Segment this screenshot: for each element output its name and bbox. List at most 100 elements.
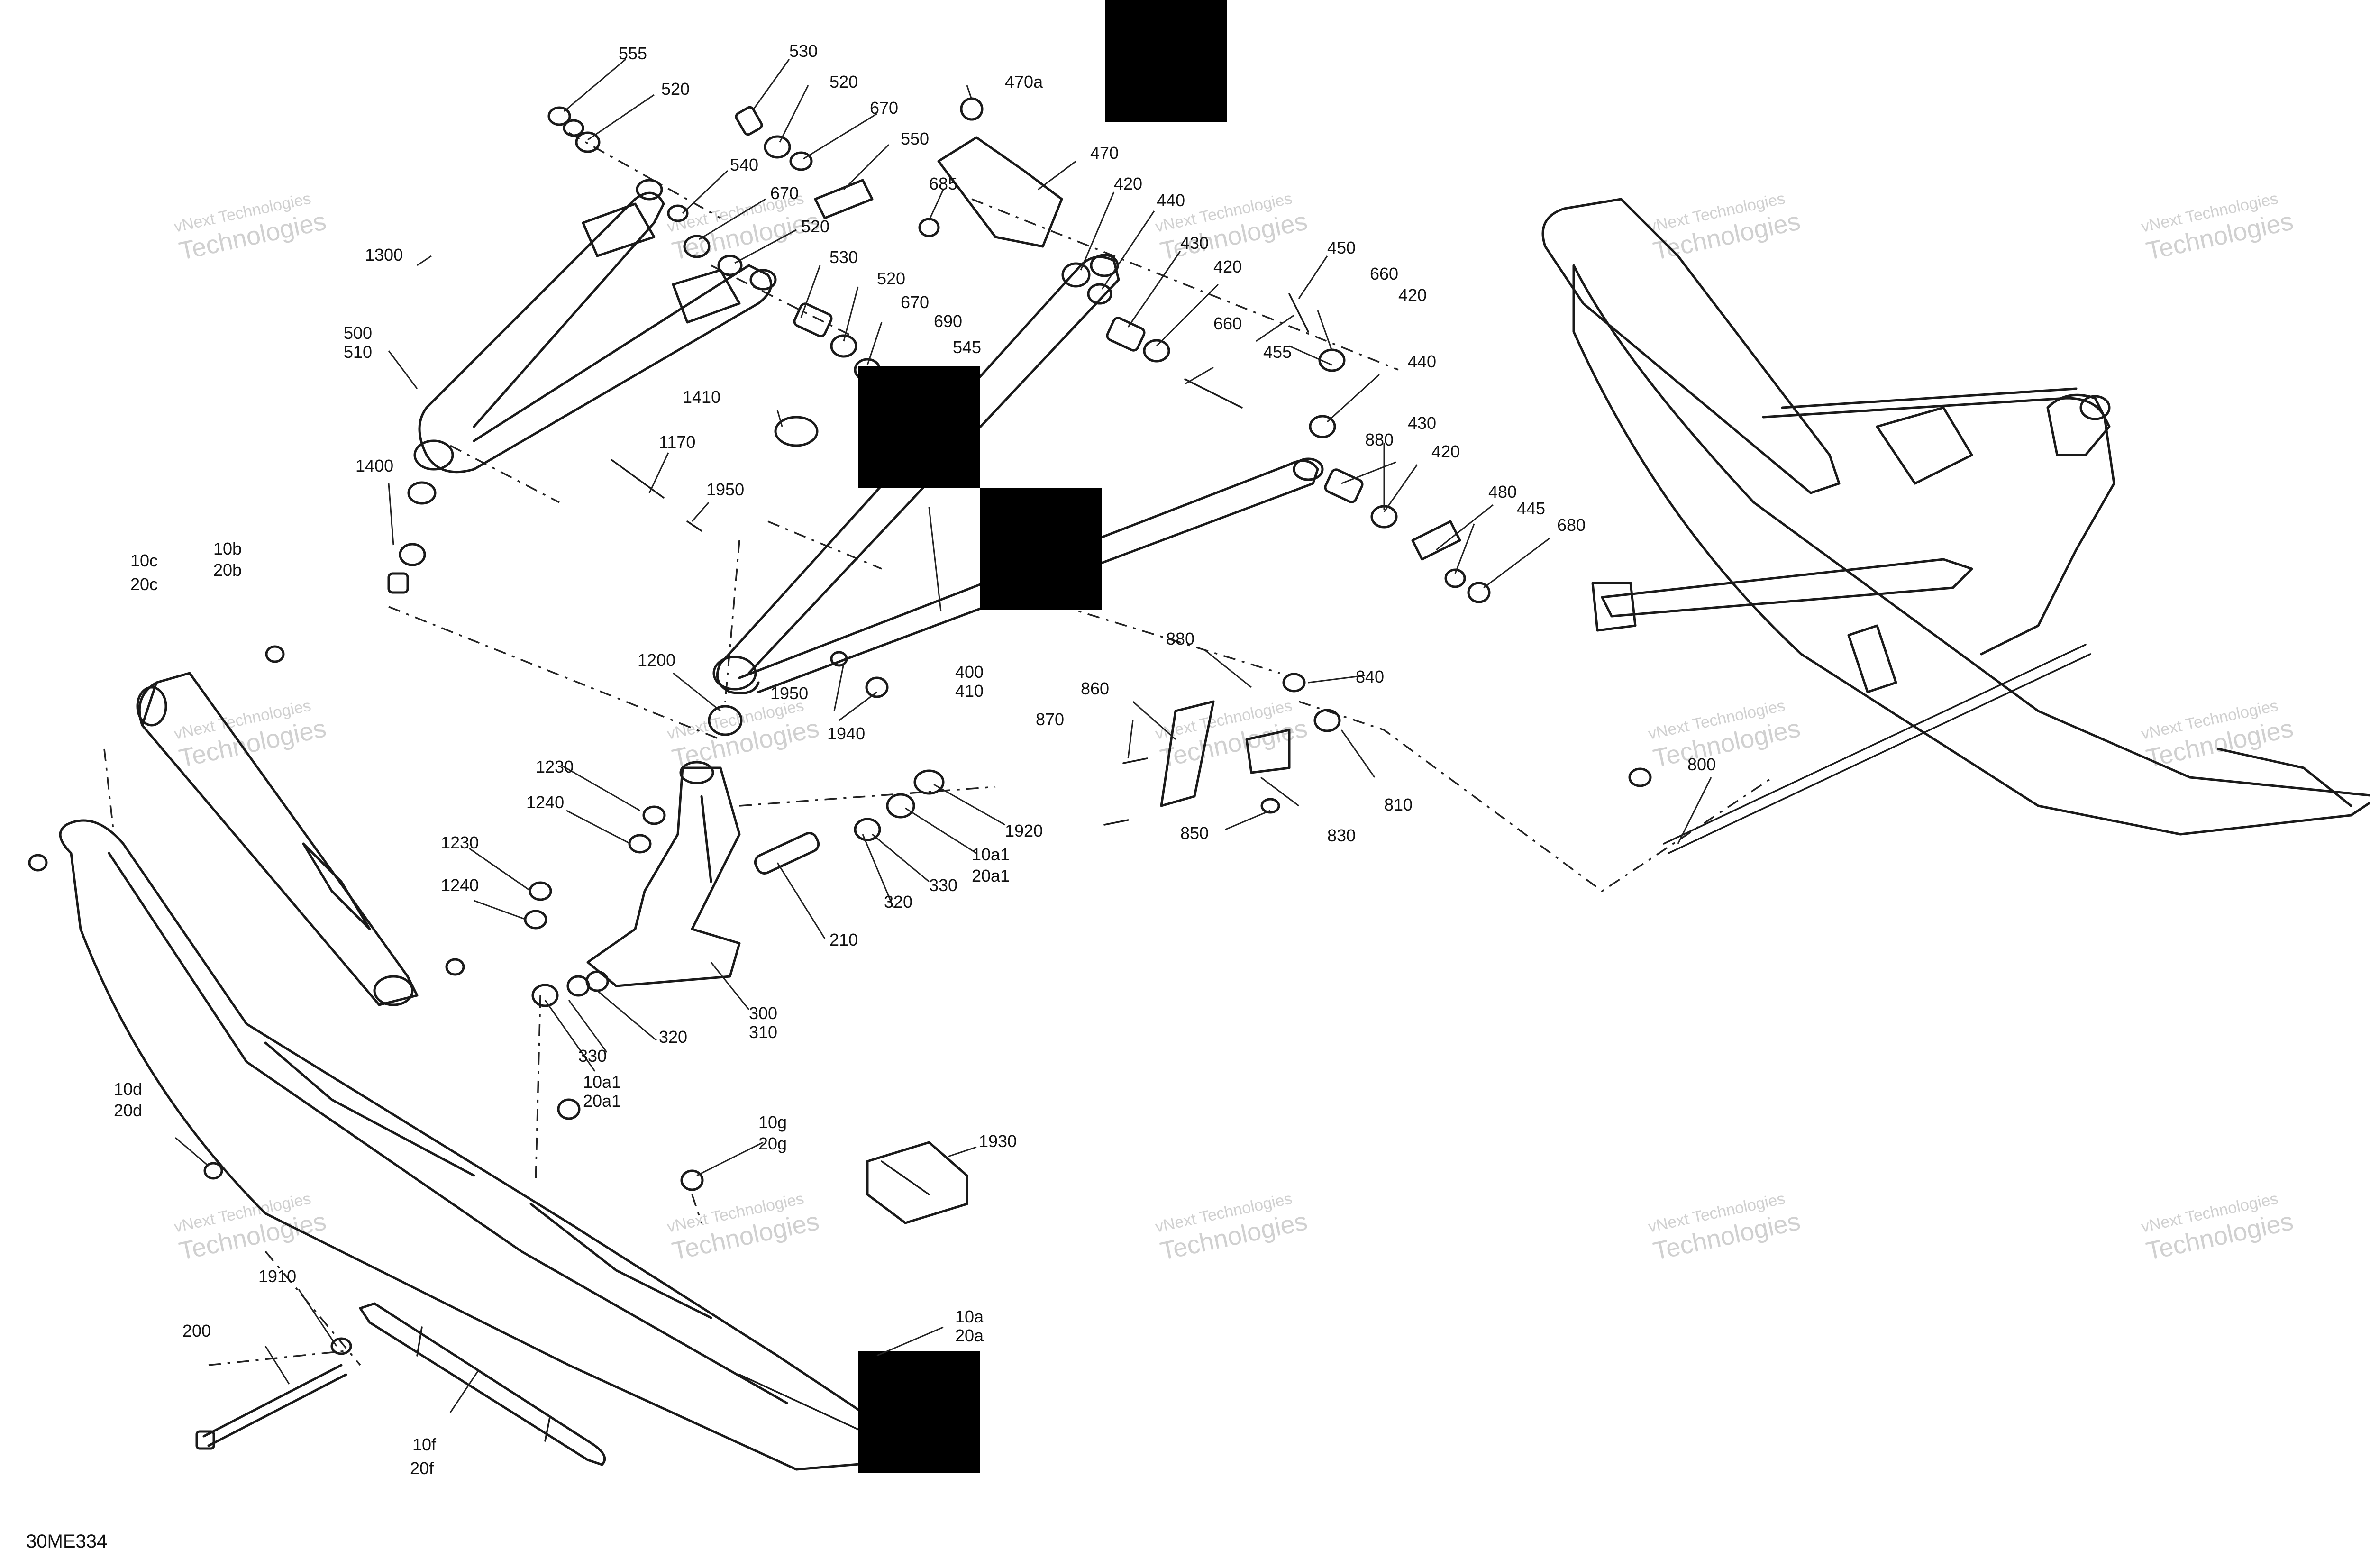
callout-label: 680 — [1557, 515, 1586, 535]
callout-label: 880 — [1166, 629, 1194, 648]
callout-label: 10c — [130, 551, 158, 570]
callout-label: 20d — [114, 1101, 142, 1120]
leader-lines — [175, 58, 1712, 1413]
callout-label: 880 — [1365, 430, 1394, 449]
assembled-front-suspension — [1541, 198, 2370, 854]
callout-label: 320 — [659, 1027, 687, 1047]
callout-label: 450 — [1327, 238, 1356, 257]
callout-label: 10a1 — [583, 1072, 621, 1092]
callout-label: 420 — [1431, 442, 1460, 461]
callout-label: 520 — [830, 72, 858, 91]
redaction-block — [858, 366, 980, 488]
callout-label: 685 — [929, 174, 957, 193]
callout-label: 420 — [1114, 174, 1142, 193]
callout-label: 330 — [929, 875, 957, 895]
callout-label: 320 — [884, 892, 912, 912]
watermark: vNext Technologies Technologies — [1647, 1189, 1803, 1266]
callout-label: 20a — [955, 1326, 984, 1345]
callout-label: 400 — [955, 662, 984, 682]
callout-label: 1920 — [1005, 821, 1043, 840]
callout-label: 555 — [619, 44, 647, 63]
callout-label: 430 — [1180, 233, 1209, 253]
upper-a-arm — [413, 179, 777, 474]
redaction-block — [980, 488, 1102, 610]
callout-label: 420 — [1213, 257, 1242, 276]
callout-label: 20b — [213, 560, 242, 580]
callout-label: 1230 — [441, 833, 479, 852]
callout-label: 1240 — [441, 875, 479, 895]
callout-label: 10b — [213, 539, 242, 558]
callout-label: 445 — [1517, 499, 1545, 518]
callout-label: 10f — [412, 1435, 437, 1454]
ski-runner — [359, 1302, 606, 1466]
assembly-centerlines — [103, 132, 1773, 1366]
watermark: vNext Technologies Technologies — [1154, 1189, 1310, 1266]
callout-label: 1300 — [365, 245, 403, 264]
hardware-parts — [28, 97, 1652, 1450]
callout-label: 410 — [955, 681, 984, 701]
callout-label: 1910 — [258, 1267, 296, 1286]
callout-label: 830 — [1327, 826, 1356, 845]
callout-label: 870 — [1036, 710, 1064, 729]
watermark: vNext Technologies Technologies — [1154, 696, 1310, 773]
callout-label: 440 — [1157, 191, 1185, 210]
callout-label: 310 — [749, 1022, 777, 1042]
callout-label: 530 — [830, 247, 858, 267]
callout-label: 1170 — [659, 432, 695, 452]
callout-label: 20a1 — [972, 866, 1010, 885]
callout-label: 1200 — [638, 650, 675, 670]
watermark: vNext Technologies Technologies — [1647, 696, 1803, 773]
callout-label: 520 — [877, 269, 905, 288]
callout-label: 510 — [344, 342, 372, 362]
callout-label: 810 — [1384, 795, 1413, 814]
callout-label: 1950 — [770, 684, 808, 703]
callout-label: 670 — [901, 292, 929, 312]
callout-label: 520 — [661, 79, 690, 99]
redaction-block — [1105, 0, 1227, 122]
watermark-group: vNext Technologies Technologies vNext Te… — [173, 189, 2296, 1266]
callout-label: 210 — [830, 930, 858, 949]
callout-label: 670 — [770, 183, 799, 203]
callout-label: 10a1 — [972, 845, 1010, 864]
callout-label: 330 — [578, 1046, 607, 1066]
callout-label: 1950 — [706, 480, 744, 499]
callout-label: 10g — [758, 1112, 787, 1132]
watermark: vNext Technologies Technologies — [173, 696, 329, 773]
callout-label: 10a — [955, 1307, 984, 1326]
callout-labels: 555 530 520 520 670 550 470a 470 540 685… — [114, 41, 1716, 1478]
left-ski — [59, 819, 912, 1471]
callout-label: 840 — [1356, 667, 1384, 686]
callout-label: 850 — [1180, 823, 1209, 843]
callout-label: 430 — [1408, 413, 1436, 433]
spindle — [586, 705, 743, 987]
watermark: vNext Technologies Technologies — [1647, 189, 1803, 265]
callout-label: 660 — [1370, 264, 1398, 283]
callout-label: 20a1 — [583, 1091, 621, 1111]
callout-label: 20f — [410, 1459, 434, 1478]
watermark: vNext Technologies Technologies — [2140, 1189, 2296, 1266]
callout-label: 530 — [789, 41, 818, 61]
callout-label: 300 — [749, 1003, 777, 1023]
figure-id: 30ME334 — [26, 1531, 107, 1552]
callout-label: 500 — [344, 323, 372, 343]
redaction-blocks — [858, 0, 1227, 1473]
callout-label: 520 — [801, 217, 830, 236]
watermark: vNext Technologies Technologies — [665, 1189, 822, 1266]
callout-label: 1400 — [356, 456, 393, 475]
callout-label: 1230 — [536, 757, 574, 776]
callout-label: 1410 — [683, 387, 720, 407]
callout-label: 200 — [182, 1321, 211, 1340]
callout-label: 455 — [1263, 342, 1292, 362]
callout-label: 470a — [1005, 72, 1043, 91]
callout-label: 20g — [758, 1134, 787, 1153]
callout-label: 550 — [901, 129, 929, 148]
callout-label: 480 — [1488, 482, 1517, 501]
callout-label: 1940 — [827, 724, 865, 743]
redaction-block — [858, 1351, 980, 1473]
callout-label: 540 — [730, 155, 758, 174]
callout-label: 20c — [130, 574, 158, 594]
callout-label: 860 — [1081, 679, 1109, 698]
callout-label: 10d — [114, 1079, 142, 1099]
callout-label: 420 — [1398, 285, 1427, 305]
